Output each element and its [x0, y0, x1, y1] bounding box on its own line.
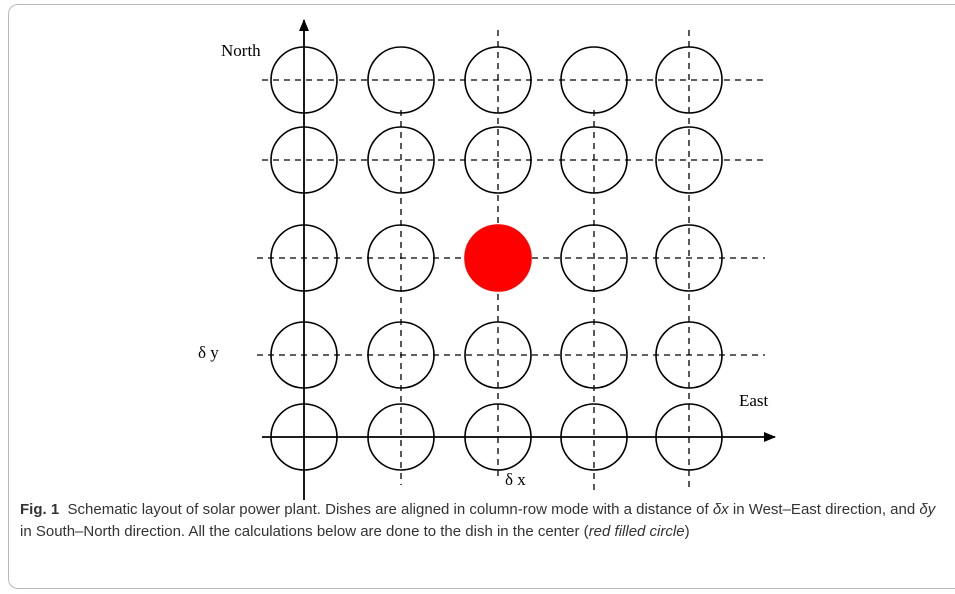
- dish-r1-c2: [464, 126, 532, 194]
- dish-r3-c1: [367, 321, 435, 389]
- dish-r2-c1: [367, 224, 435, 292]
- dish-r0-c1: [367, 46, 435, 114]
- east-label: East: [739, 391, 769, 410]
- dish-r0-c3: [560, 46, 628, 114]
- dish-r3-c3: [560, 321, 628, 389]
- dish-r2-c3: [560, 224, 628, 292]
- caption-dx: δx: [712, 501, 729, 518]
- dish-r3-c2: [464, 321, 532, 389]
- caption-label: Fig. 1: [20, 501, 60, 518]
- solar-layout-diagram: North East δ y δ x: [198, 19, 776, 500]
- dish-r1-c4: [655, 126, 723, 194]
- dish-r1-c1: [367, 126, 435, 194]
- figure-frame: [8, 4, 955, 589]
- north-label: North: [221, 41, 261, 60]
- caption-text-2: in West–East direction, and: [728, 501, 920, 518]
- delta-y-label: δ y: [198, 343, 219, 362]
- dish-r1-c3: [560, 126, 628, 194]
- caption-text-1: Schematic layout of solar power plant. D…: [67, 501, 713, 518]
- caption-dy: δy: [919, 501, 936, 518]
- dish-r0-c4: [655, 46, 723, 114]
- delta-x-label: δ x: [505, 470, 526, 489]
- caption-text-3: in South–North direction. All the calcul…: [20, 523, 589, 540]
- dish-center-highlight: [464, 224, 532, 292]
- dish-r0-c2: [464, 46, 532, 114]
- dish-r3-c4: [655, 321, 723, 389]
- caption-note: red filled circle: [588, 523, 685, 540]
- figure-caption: Fig. 1 Schematic layout of solar power p…: [20, 499, 940, 543]
- dish-r2-c4: [655, 224, 723, 292]
- caption-text-4: ): [684, 523, 690, 540]
